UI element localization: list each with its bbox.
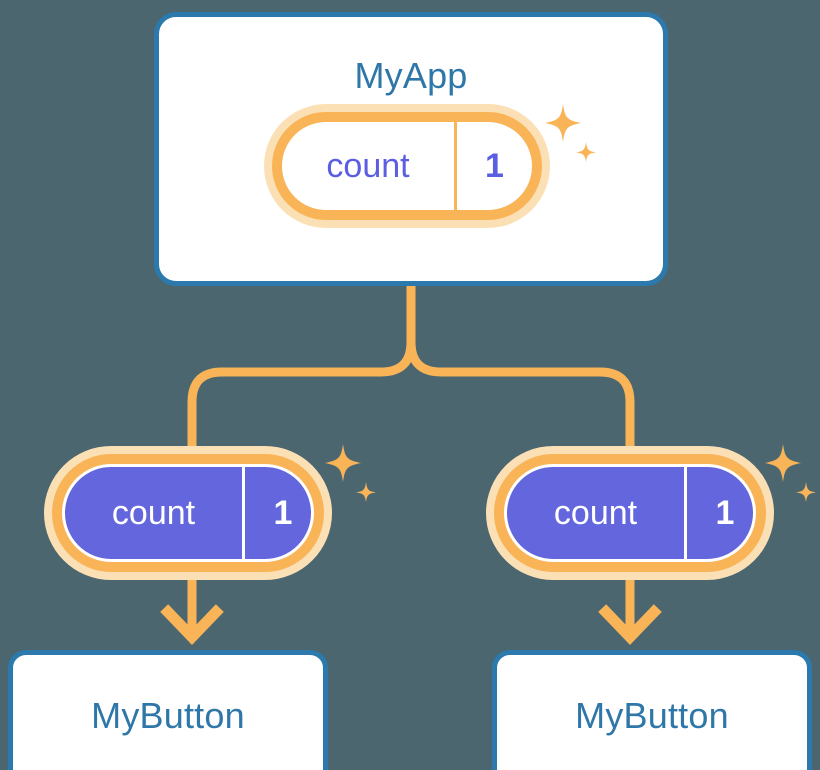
- pill-divider: [684, 467, 687, 559]
- sparkle-four-point-small-icon: [796, 482, 816, 502]
- state-value-label: 1: [273, 493, 293, 532]
- state-key-label: count: [111, 493, 196, 532]
- state-pill-mybutton-right[interactable]: count 1: [486, 446, 774, 580]
- component-card-myapp[interactable]: MyApp: [154, 12, 668, 286]
- state-value-label: 1: [485, 146, 504, 185]
- state-pill-myapp[interactable]: count 1: [264, 104, 550, 228]
- pill-body: count 1: [282, 122, 532, 210]
- sparkle-four-point-icon: [325, 444, 361, 482]
- state-value-label: 1: [715, 493, 735, 532]
- sparkle-four-point-icon: [545, 104, 581, 142]
- sparkle-four-point-small-icon: [576, 142, 596, 162]
- component-title: MyButton: [91, 695, 245, 736]
- sparkle-four-point-icon: [765, 444, 801, 482]
- pill-body: count 1: [504, 464, 756, 562]
- arrow-down-icon-left: [160, 604, 224, 645]
- state-pill-mybutton-left[interactable]: count 1: [44, 446, 332, 580]
- sparkle-four-point-small-icon: [356, 482, 376, 502]
- state-key-label: count: [326, 146, 410, 185]
- branch-connector-icon: [187, 286, 416, 452]
- page-title: MyApp: [354, 55, 468, 96]
- sparkle-group-myapp: [545, 104, 596, 162]
- state-key-label: count: [553, 493, 638, 532]
- pill-body: count 1: [62, 464, 314, 562]
- branch-connector-right: [406, 341, 635, 452]
- sparkle-group-left: [325, 444, 376, 502]
- pill-divider: [242, 467, 245, 559]
- pill-divider: [454, 122, 457, 210]
- sparkle-group-right: [765, 444, 816, 502]
- arrow-down-icon-right: [598, 604, 662, 645]
- component-title: MyButton: [575, 695, 729, 736]
- component-card-mybutton-left[interactable]: MyButton: [8, 650, 328, 770]
- component-card-mybutton-right[interactable]: MyButton: [492, 650, 812, 770]
